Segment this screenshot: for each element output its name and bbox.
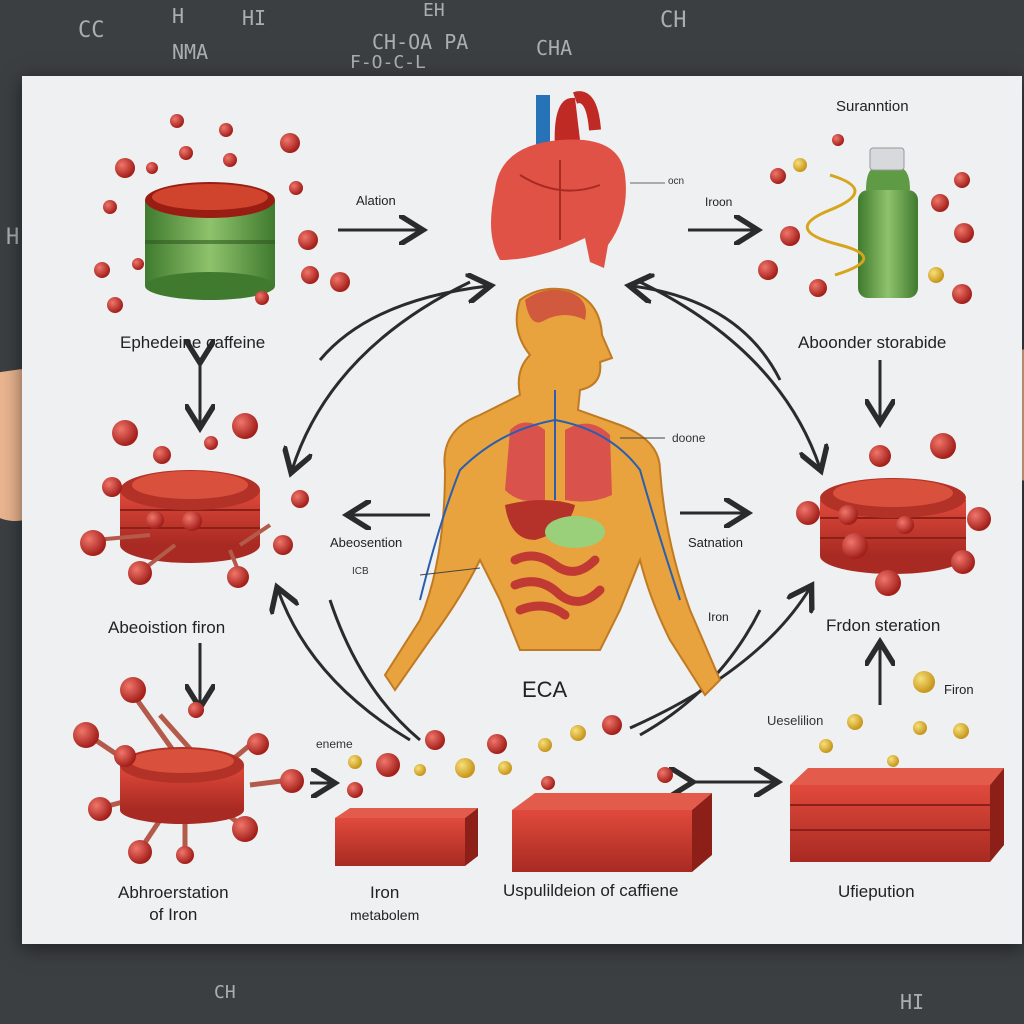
label-absorption-iron: Abeoistion firon — [108, 618, 226, 637]
label-supplement-title: Suranntion — [836, 98, 909, 115]
arrow-label-absorption: Abeosention — [330, 535, 403, 550]
callout-arm: ICB — [352, 566, 369, 577]
heart-illustration — [491, 91, 665, 268]
supplement-bottle — [806, 147, 918, 298]
iron-disc-mid-left — [120, 470, 260, 563]
label-iron-saturation: Frdon steration — [826, 616, 941, 635]
label-absorption-of-iron: Abhroerstation of Iron — [118, 882, 229, 926]
arrow-label-iron: Iron — [708, 610, 729, 624]
chalkboard-formula: NMA — [172, 40, 209, 64]
chalkboard-formula: CH — [214, 982, 236, 1003]
label-line: of Iron — [149, 905, 198, 924]
label-iron-metabolism: Iron metabolem — [350, 882, 419, 926]
iron-disc-bottom-left — [120, 747, 244, 824]
chalkboard-formula: HI — [242, 6, 267, 30]
arrow-label-iroon: Iroon — [705, 195, 733, 209]
label-ephedrine-caffeine: Ephedeine caffeine — [120, 333, 266, 352]
iron-disc-mid-right — [820, 478, 966, 574]
callout-body: doone — [672, 431, 706, 445]
chalkboard-formula: CH — [660, 8, 687, 33]
label-utilization: Ufiepution — [838, 882, 915, 901]
label-line: Abhroerstation — [118, 883, 229, 902]
iron-can-top-left — [145, 182, 275, 300]
iron-slab-large — [790, 768, 1004, 862]
label-line: metabolem — [350, 907, 420, 923]
label-abundant-storage: Aboonder storabide — [798, 333, 947, 352]
arrow-label-firon: Firon — [944, 682, 974, 697]
arrow-label-enema: eneme — [316, 737, 353, 751]
chalkboard-formula: CH-OA PA — [372, 30, 469, 54]
chalkboard-formula: EH — [423, 0, 445, 21]
chalkboard-formula: CC — [78, 18, 105, 43]
chalkboard-formula: H — [172, 4, 185, 28]
chalkboard-formula: HI — [900, 990, 925, 1014]
label-line: Iron — [369, 883, 400, 902]
center-label-eca: ECA — [522, 677, 568, 702]
iron-slab-small — [335, 808, 478, 866]
chalkboard-formula: H — [6, 225, 20, 250]
callout-heart: ocn — [668, 176, 685, 187]
label-caffeine-uptake: Uspulildeion of caffiene — [503, 881, 679, 900]
human-body-figure — [383, 287, 722, 697]
arrow-label-alation: Alation — [356, 193, 396, 208]
iron-slab-medium — [512, 793, 712, 872]
chalkboard-formula: F-O-C-L — [350, 52, 426, 73]
arrow-label-uselilion: Ueselilion — [767, 713, 824, 728]
chalkboard-formula: CHA — [536, 36, 573, 60]
arrow-label-saturation: Satnation — [688, 535, 743, 550]
